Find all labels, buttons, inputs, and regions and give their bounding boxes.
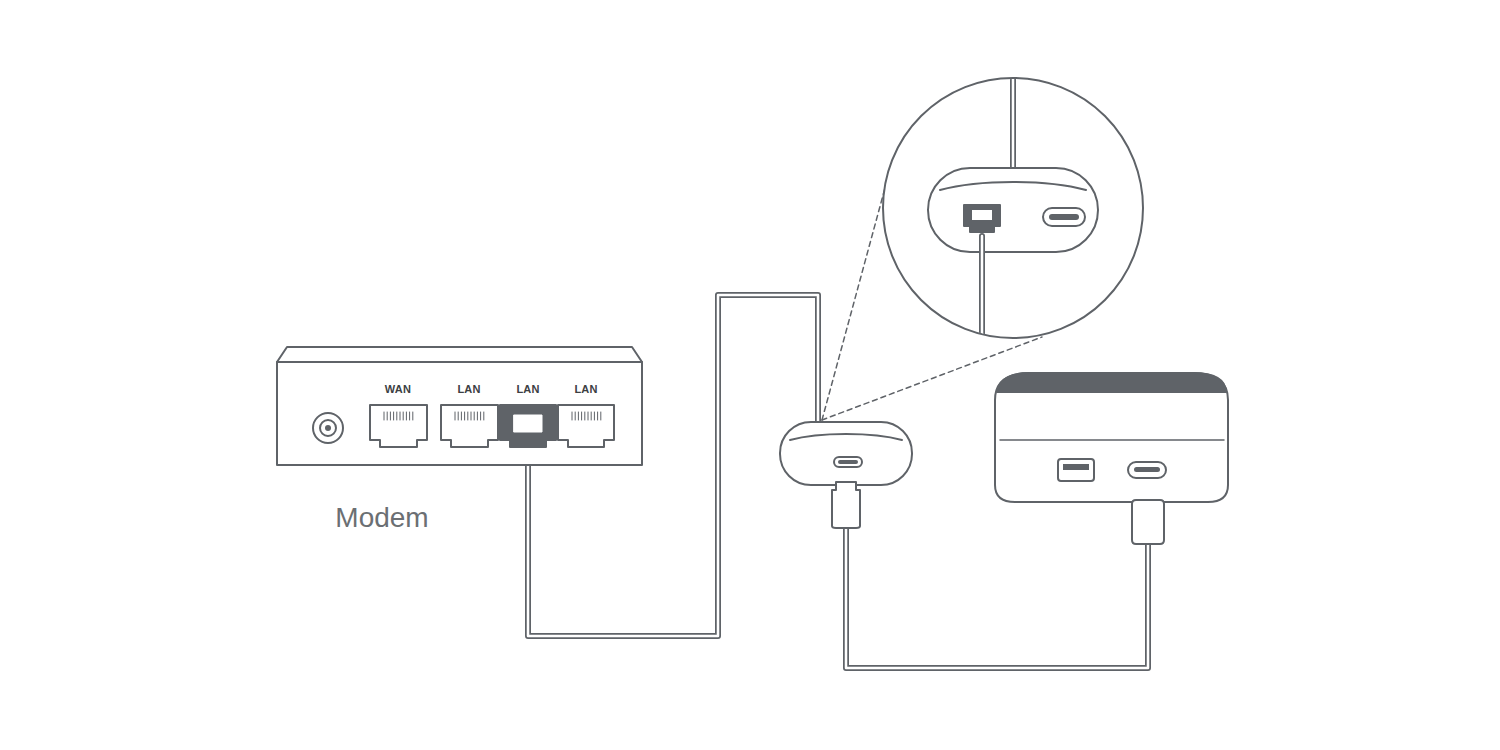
port-pin <box>588 412 589 420</box>
port-pin <box>412 412 413 420</box>
port-pin <box>396 412 397 420</box>
port-pin <box>393 412 394 420</box>
port-pin <box>483 412 484 420</box>
port-pin <box>480 412 481 420</box>
port-pin <box>474 412 475 420</box>
port-pin <box>572 412 573 420</box>
port-pin <box>403 412 404 420</box>
port-pin <box>387 412 388 420</box>
port-pin <box>384 412 385 420</box>
modem-box: WANLANLANLANModem <box>277 362 642 465</box>
port-pin <box>409 412 410 420</box>
port-pin <box>400 412 401 420</box>
port-pin <box>467 412 468 420</box>
zoom-callout <box>822 70 1143 420</box>
port-pin <box>584 412 585 420</box>
port-pin <box>471 412 472 420</box>
port-pin <box>581 412 582 420</box>
port-pin <box>575 412 576 420</box>
device-label: Modem <box>335 502 428 534</box>
port-pin <box>594 412 595 420</box>
port-pin <box>406 412 407 420</box>
port-pin <box>455 412 456 420</box>
port-pin <box>591 412 592 420</box>
port-pin <box>597 412 598 420</box>
port-label: WAN <box>385 383 411 395</box>
port-pin <box>578 412 579 420</box>
port-pin <box>477 412 478 420</box>
usb-c-cable <box>846 526 1148 668</box>
port-pin <box>600 412 601 420</box>
adapter-illustration <box>780 422 912 528</box>
port-label: LAN <box>574 383 597 395</box>
port-label: LAN <box>457 383 480 395</box>
port-pin <box>461 412 462 420</box>
port-pin <box>464 412 465 420</box>
port-label: LAN <box>516 383 539 395</box>
modem-illustration <box>277 347 642 465</box>
port-pin <box>390 412 391 420</box>
power-bank-illustration <box>995 373 1228 544</box>
port-pin <box>458 412 459 420</box>
